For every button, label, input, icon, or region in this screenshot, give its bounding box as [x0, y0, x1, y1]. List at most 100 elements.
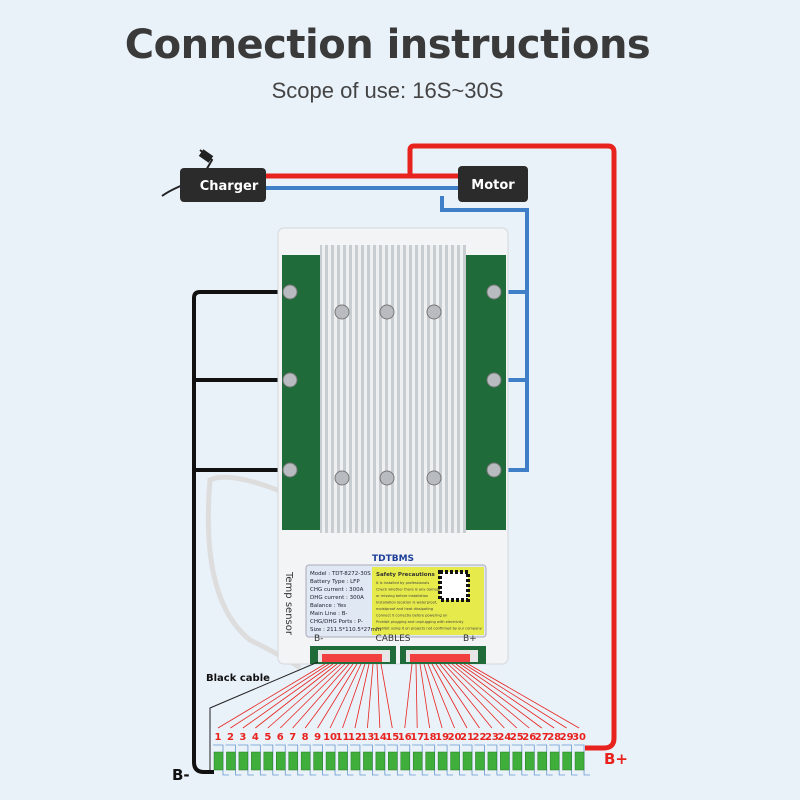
- balance-lead: [329, 663, 362, 729]
- screw-icon: [426, 304, 442, 320]
- battery-cell: [338, 751, 348, 771]
- cell-number: 5: [264, 732, 271, 743]
- screw-icon: [426, 470, 442, 486]
- temp-sensor-label: Temp sensor: [283, 571, 294, 636]
- battery-cell: [251, 751, 261, 771]
- heatsink-fin: [448, 245, 451, 533]
- cell-number: 24: [497, 732, 511, 743]
- heatsink-fin: [376, 245, 379, 533]
- balance-lead: [404, 663, 413, 729]
- battery-cell: [512, 751, 523, 771]
- balance-lead: [419, 663, 431, 729]
- brand-logo: TDTBMS: [372, 554, 414, 564]
- heatsink-fin: [370, 245, 373, 533]
- cell-number: 22: [472, 732, 486, 743]
- heatsink-fin: [436, 245, 439, 533]
- battery-cell: [350, 751, 361, 771]
- cell-number: 3: [239, 732, 246, 743]
- screw-icon: [334, 470, 350, 486]
- battery-cell: [388, 751, 398, 771]
- spec-line: Size : 211.5*110.5*27mm: [310, 627, 381, 633]
- balance-lead: [376, 663, 381, 729]
- spec-line: Main Line : B-: [310, 611, 347, 617]
- battery-cell: [313, 751, 323, 771]
- balance-lead: [317, 663, 358, 729]
- cell-number: 12: [348, 732, 362, 743]
- qr-code: [438, 570, 470, 602]
- spec-line: Model : TDT-8272-30S: [310, 571, 371, 577]
- battery-cell: [400, 751, 410, 771]
- battery-cell: [562, 751, 572, 771]
- charger-label: Charger: [200, 179, 259, 194]
- spec-line: Balance : Yes: [310, 603, 346, 609]
- b-minus-label: B-: [172, 766, 190, 784]
- cell-number: 29: [560, 732, 574, 743]
- balance-lead: [267, 663, 342, 729]
- battery-cell: [213, 751, 224, 771]
- safety-line: Connect it correctly before powering on: [376, 614, 447, 618]
- heatsink-fin: [442, 245, 445, 533]
- heatsink-fin: [364, 245, 367, 533]
- screw-icon: [486, 372, 502, 388]
- balance-lead: [443, 663, 505, 729]
- screw-icon: [379, 304, 395, 320]
- balance-lead: [447, 663, 518, 729]
- battery-cell: [487, 751, 498, 771]
- battery-cell: [325, 751, 336, 771]
- positive-wire: [265, 143, 617, 751]
- balance-lead: [423, 663, 443, 729]
- screw-icon: [486, 462, 502, 478]
- screw-icon: [379, 470, 395, 486]
- safety-line: or missing before installation: [376, 594, 428, 598]
- heatsink-fin: [406, 245, 409, 533]
- heatsink-fin: [460, 245, 463, 533]
- battery-cell: [525, 751, 535, 771]
- cell-number: 25: [510, 732, 524, 743]
- board-b-plus: B+: [463, 634, 477, 644]
- heatsink-fin: [412, 245, 415, 533]
- battery-cell: [537, 751, 547, 771]
- cell-number: 21: [460, 732, 474, 743]
- battery-cell: [300, 751, 311, 771]
- balance-lead: [435, 663, 480, 729]
- screw-icon: [282, 372, 298, 388]
- cell-number: 28: [547, 732, 561, 743]
- battery-cell: [375, 751, 386, 771]
- cell-number: 19: [435, 732, 449, 743]
- heatsink-fin: [328, 245, 331, 533]
- battery-cell: [363, 751, 373, 771]
- balance-lead: [342, 663, 366, 729]
- battery-cell: [574, 751, 585, 771]
- battery-cell: [276, 751, 286, 771]
- balance-lead: [415, 663, 418, 729]
- cell-number: 26: [522, 732, 536, 743]
- battery-cell: [226, 751, 236, 771]
- balance-lead: [292, 663, 350, 729]
- cell-number: 11: [336, 732, 350, 743]
- motor-label: Motor: [471, 178, 515, 193]
- heatsink-fin: [454, 245, 457, 533]
- cell-number: 16: [398, 732, 412, 743]
- balance-lead: [279, 663, 346, 729]
- balance-lead: [455, 663, 542, 729]
- negative-wire: [192, 290, 290, 774]
- heatsink-fin: [424, 245, 427, 533]
- cell-number: 10: [323, 732, 337, 743]
- battery-cell: [238, 751, 249, 771]
- balance-lead: [459, 663, 555, 729]
- motor: Motor: [458, 166, 528, 202]
- battery-cell: [437, 751, 448, 771]
- balance-lead: [242, 663, 334, 729]
- battery-cell: [288, 751, 298, 771]
- heatsink-fin: [352, 245, 355, 533]
- balance-lead: [380, 663, 393, 729]
- black-cable-line: [209, 661, 319, 770]
- heatsink-fin: [388, 245, 391, 533]
- cell-number: 2: [227, 732, 234, 743]
- cell-number: 15: [385, 732, 399, 743]
- heatsink-fin: [400, 245, 403, 533]
- battery-cell: [425, 751, 435, 771]
- heatsink-fin: [322, 245, 325, 533]
- cables-label: CABLES: [375, 634, 410, 644]
